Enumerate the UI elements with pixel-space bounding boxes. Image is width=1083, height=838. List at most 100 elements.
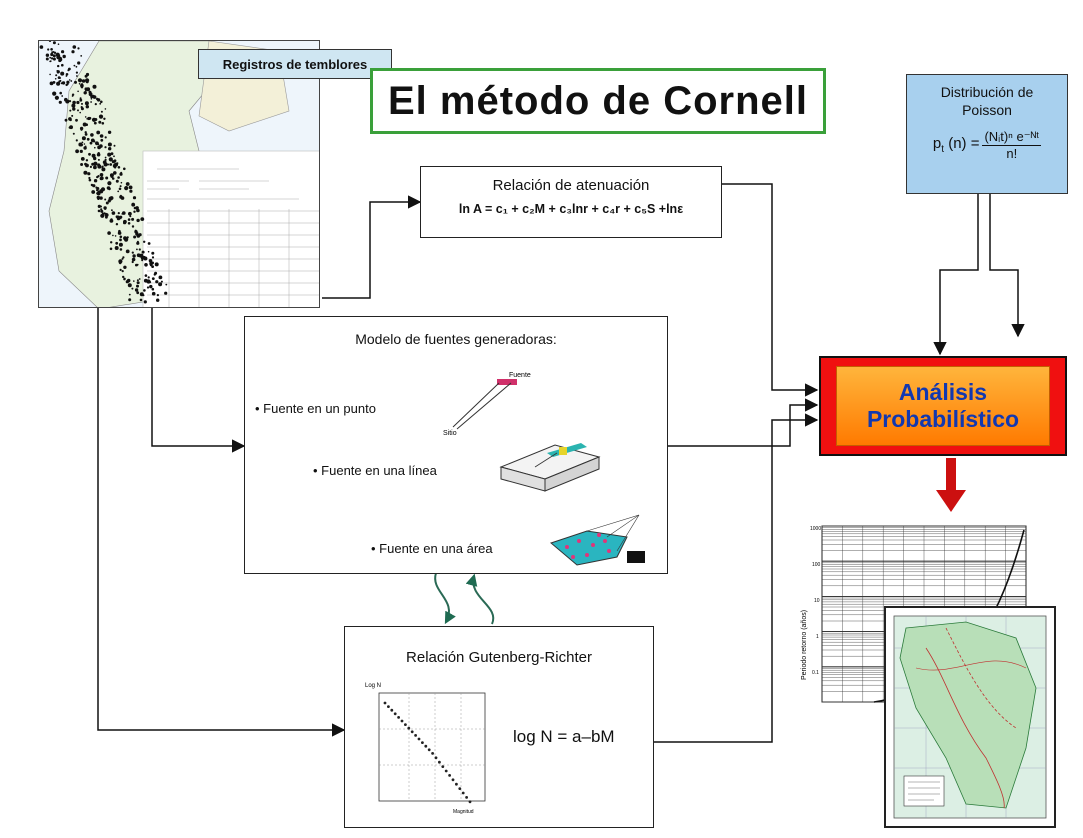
epicenter-dot xyxy=(56,81,61,86)
poisson-title-line2: Poisson xyxy=(962,102,1012,118)
epicenter-dot xyxy=(132,202,135,205)
epicenter-dot xyxy=(99,144,103,148)
epicenter-dot xyxy=(69,118,72,122)
epicenter-dot xyxy=(47,48,50,51)
epicenter-dot xyxy=(61,50,65,54)
epicenter-dot xyxy=(128,293,131,296)
epicenter-dot xyxy=(108,147,112,151)
epicenter-dot xyxy=(48,41,52,42)
epicenter-dot xyxy=(122,256,125,259)
gr-data-point xyxy=(458,787,462,790)
epicenter-dot xyxy=(144,263,148,267)
epicenter-dot xyxy=(146,279,151,284)
epicenter-dot xyxy=(164,291,168,295)
epicenter-dot xyxy=(60,71,65,76)
epicenter-dot xyxy=(100,138,104,142)
epicenter-dot xyxy=(138,248,141,251)
epicenter-dot xyxy=(132,254,136,258)
epicenter-dot xyxy=(93,156,97,161)
gr-data-point xyxy=(431,752,434,755)
epicenter-dot xyxy=(77,90,79,93)
epicenter-dot xyxy=(156,298,160,302)
epicenter-dot xyxy=(114,246,119,250)
epicenter-dot xyxy=(100,213,105,218)
gr-data-point xyxy=(400,719,404,723)
epicenter-dot xyxy=(79,111,81,114)
fuentes-title: Modelo de fuentes generadoras: xyxy=(355,331,557,347)
gr-data-point xyxy=(383,701,387,705)
epicenter-dot xyxy=(151,277,155,280)
epicenter-dot xyxy=(136,284,139,288)
epicenter-dot xyxy=(107,231,111,235)
epicenter-dot xyxy=(39,45,44,49)
epicenter-dot xyxy=(77,109,79,112)
epicenter-dot xyxy=(73,64,76,67)
epicenter-dot xyxy=(76,75,78,77)
epicenter-dot xyxy=(133,280,135,282)
epicenter-dot xyxy=(65,83,68,87)
epicenter-dot xyxy=(115,179,119,183)
epicenter-dot xyxy=(50,48,53,51)
epicenter-dot xyxy=(90,101,92,103)
epicenter-dot xyxy=(99,102,102,105)
epicenter-dot xyxy=(61,63,64,67)
epicenter-dot xyxy=(156,294,159,297)
hazard-ylabel: Periodo retorno (años) xyxy=(801,610,808,680)
epicenter-dot xyxy=(111,160,115,164)
epicenter-dot xyxy=(94,103,97,106)
epicenter-dot xyxy=(58,57,63,62)
gr-xlabel: Magnitud xyxy=(453,809,474,815)
epicenter-dot xyxy=(119,268,122,271)
epicenter-dot xyxy=(148,259,153,263)
epicenter-dot xyxy=(117,176,120,179)
poisson-formula: pt (n) = (Nᵢt)ⁿ e⁻ᴺᵗ n! xyxy=(907,129,1067,161)
epicenter-dot xyxy=(151,265,154,268)
epicenter-dot xyxy=(83,146,87,150)
epicenter-dot xyxy=(84,74,88,78)
gr-data-point xyxy=(407,726,411,730)
gutenberg-formula: log N = a–bM xyxy=(513,727,615,746)
epicenter-dot xyxy=(103,162,108,167)
epicenter-dot xyxy=(55,74,58,77)
epicenter-dot xyxy=(110,241,113,244)
epicenter-dot xyxy=(84,116,87,118)
epicenter-dot xyxy=(119,215,123,219)
epicenter-dot xyxy=(99,134,104,138)
epicenter-dot xyxy=(107,130,112,134)
epicenter-dot xyxy=(104,156,107,159)
epicenter-dot xyxy=(111,211,116,215)
epicenter-dot xyxy=(128,185,133,190)
epicenter-dot xyxy=(84,133,88,136)
epicenter-dot xyxy=(131,260,134,264)
fuente-punto-label: • Fuente en un punto xyxy=(255,401,376,416)
epicenter-dot xyxy=(83,91,87,95)
epicenter-dot xyxy=(118,261,122,265)
line-source-figure xyxy=(499,443,601,492)
epicenter-dot xyxy=(100,205,102,208)
epicenter-dot xyxy=(141,250,145,254)
epicenter-dot xyxy=(121,213,124,215)
epicenter-dot xyxy=(127,218,131,221)
epicenter-dot xyxy=(99,196,103,200)
epicenter-dot xyxy=(80,157,85,161)
epicenter-dot xyxy=(88,178,92,182)
poisson-numerator: (Nᵢt)ⁿ e⁻ᴺᵗ xyxy=(982,129,1042,146)
epicenter-dot xyxy=(77,61,81,65)
epicenter-dot xyxy=(71,103,76,108)
epicenter-dot xyxy=(50,57,54,60)
epicenter-dot xyxy=(64,118,68,122)
poisson-lhs-p: p xyxy=(932,135,942,152)
area-source-figure xyxy=(549,514,645,566)
epicenter-dot xyxy=(52,57,56,61)
epicenter-dot xyxy=(81,141,84,144)
epicenter-dot xyxy=(75,139,78,142)
epicenter-dot xyxy=(117,215,120,218)
epicenter-dot xyxy=(136,279,139,282)
epicenter-dot xyxy=(76,100,80,105)
epicenter-dot xyxy=(123,219,127,224)
epicenter-dot xyxy=(119,172,123,176)
epicenter-dot xyxy=(64,97,68,102)
epicenter-dot xyxy=(68,126,71,129)
poisson-formula-lhs: pt (n) = xyxy=(933,135,980,155)
analisis-inner: Análisis Probabilístico xyxy=(836,366,1050,446)
